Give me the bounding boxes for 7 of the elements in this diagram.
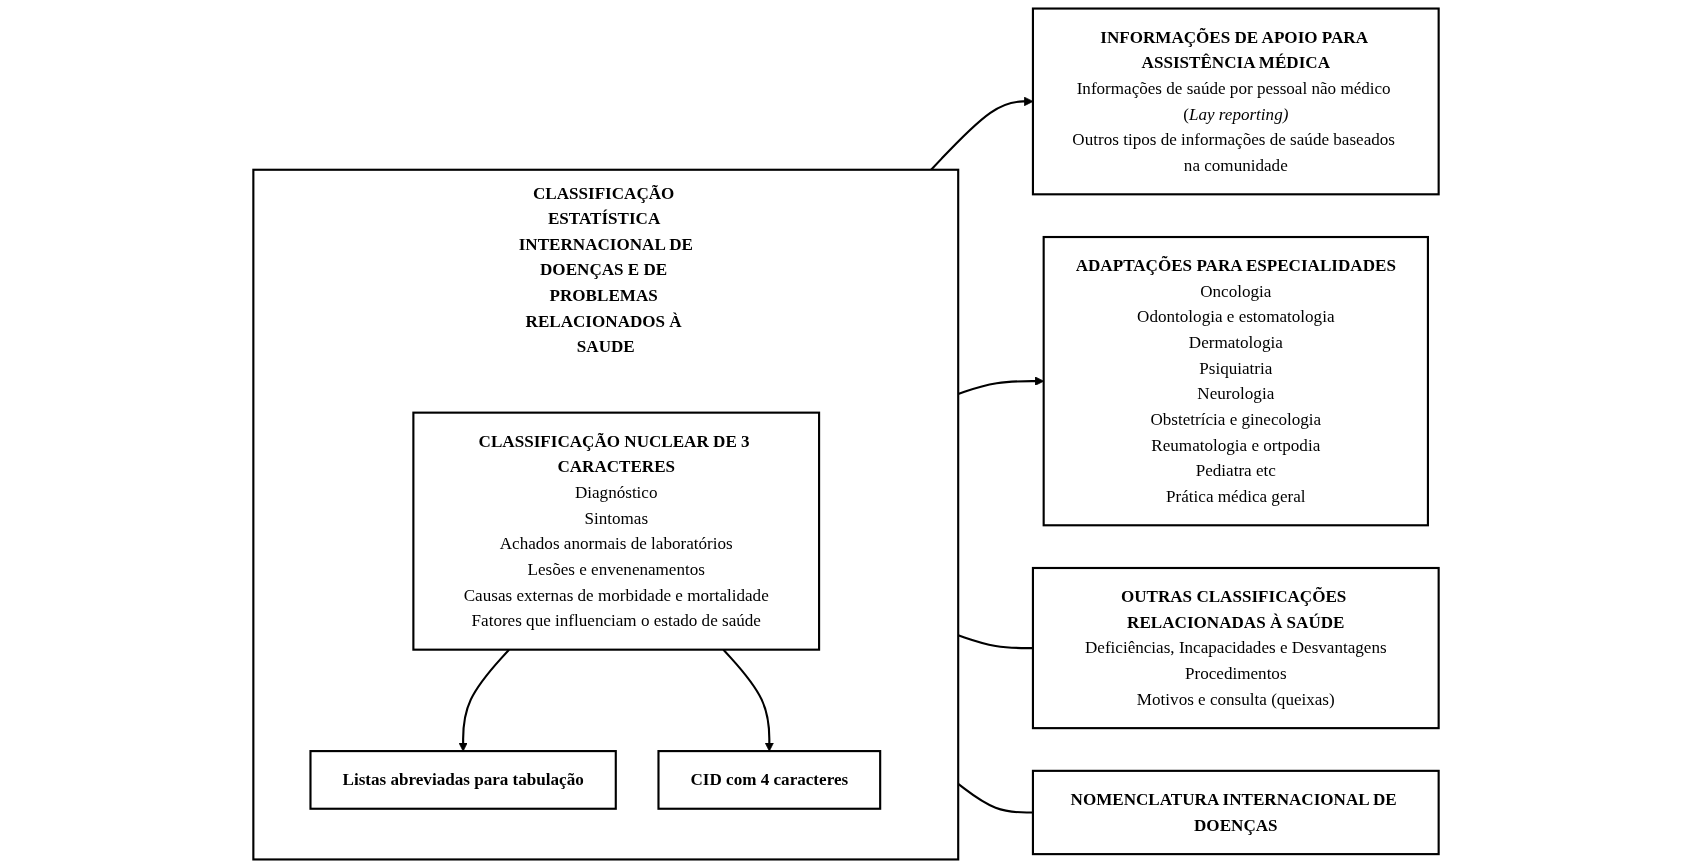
node-box: Listas abreviadas para tabulação	[309, 750, 617, 810]
node-box: CLASSIFICAÇÃO NUCLEAR DE 3 CARACTERES Diagnóstico Sintomas Achados anormais de laboratórios Lesões e envenenamentos Causas externas de morbidade e mortalidade Fatores que influenciam o estado de saúde	[412, 411, 821, 651]
node-box: CID com 4 caracteres	[657, 750, 882, 810]
node-box: OUTRAS CLASSIFICAÇÕES RELACIONADAS À SAÚDE Deficiências, Incapacidades e Desvantagens Procedimentos Motivos e consulta (queixas)	[1031, 566, 1440, 730]
node-box: NOMENCLATURA INTERNACIONAL DE DOENÇAS	[1031, 769, 1440, 856]
node-box: ADAPTAÇÕES PARA ESPECIALIDADES Oncologia Odontologia e estomatologia Dermatologia Psiquiatria Neurologia Obstetrícia e ginecologia Reumatologia e ortpodia Pediatra etc Prática médica geral	[1042, 235, 1429, 527]
node-box: INFORMAÇÕES DE APOIO PARA ASSISTÊNCIA MÉDICA Informações de saúde por pessoal não médico (Lay reporting) Outros tipos de informações de saúde baseados na comunidade	[1031, 7, 1440, 196]
